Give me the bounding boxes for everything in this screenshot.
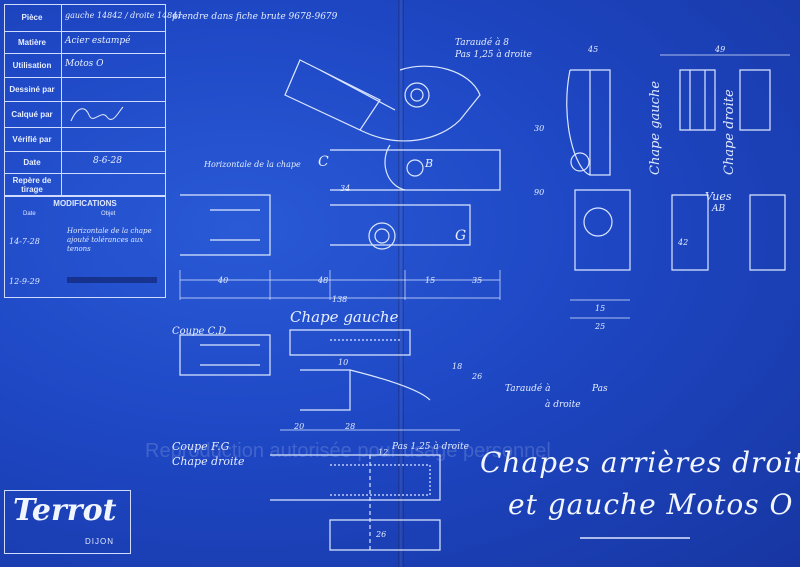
dim-35: 35 [472, 276, 483, 285]
value-matiere: Acier estampé [65, 36, 131, 46]
dim-26a: 26 [472, 372, 483, 381]
mod-object-1: Horizontale de la chape ajouté tolérance… [67, 227, 152, 253]
logo-city: DIJON [85, 537, 114, 546]
label-taraude-top: Taraudé à 8 [455, 38, 510, 48]
label-repere: Repère de tirage [12, 176, 52, 194]
dim-28: 28 [345, 422, 356, 431]
dim-18: 18 [452, 362, 463, 371]
row-matiere: Matière Acier estampé [5, 31, 165, 54]
top-note: prendre dans fiche brute 9678-9679 [172, 12, 338, 22]
label-piece: Pièce [21, 13, 43, 22]
mods-object-header: Objet [101, 211, 116, 217]
mod-date-2: 12-9-29 [9, 277, 40, 286]
label-coupe-cd: Coupe C.D [172, 326, 227, 337]
dim-15b: 15 [595, 304, 606, 313]
label-chape-gauche-plan: Chape gauche [290, 308, 399, 326]
label-a-droite: à droite [545, 400, 581, 410]
terrot-logo: Terrot DIJON [4, 490, 131, 554]
label-matiere: Matière [17, 38, 46, 47]
dim-20: 20 [294, 422, 305, 431]
title-block: Pièce gauche 14842 / droite 14841 Matièr… [4, 4, 182, 196]
dim-90: 90 [534, 188, 545, 197]
label-taraude-mid: Taraudé à [505, 384, 551, 394]
watermark: Reproduction autorisée pour usage person… [145, 440, 551, 462]
label-vues: Vues [705, 190, 732, 203]
dim-138: 138 [332, 295, 348, 304]
label-pas-top: Pas 1,25 à droite [455, 50, 532, 60]
label-utilisation: Utilisation [12, 61, 52, 70]
label-letter-c: C [318, 154, 329, 170]
modifications-title: MODIFICATIONS [53, 199, 117, 208]
label-dessine: Dessiné par [9, 85, 55, 94]
dim-45: 45 [588, 45, 599, 54]
signature [70, 106, 124, 122]
value-date: 8-6-28 [93, 156, 122, 166]
value-piece: gauche 14842 / droite 14841 [65, 11, 183, 20]
value-utilisation: Motos O [65, 59, 104, 69]
label-coupe-fg: Coupe F.G [172, 440, 230, 453]
label-chape-droite: Chape droite [172, 455, 245, 468]
dim-10: 10 [338, 358, 349, 367]
label-calque: Calqué par [11, 110, 53, 119]
dim-40: 40 [218, 276, 229, 285]
label-chape-droite-side: Chape droite [722, 89, 737, 175]
label-letter-b: B [425, 157, 434, 170]
paper-fold [398, 0, 404, 567]
label-chape-gauche-side: Chape gauche [648, 80, 663, 175]
dim-26b: 26 [376, 530, 387, 539]
row-date: Date 8-6-28 [5, 151, 165, 174]
label-pas-bottom: Pas 1,25 à droite [392, 442, 469, 452]
row-repere: Repère de tirage [5, 173, 165, 195]
dim-34: 34 [340, 184, 351, 193]
dim-49: 49 [715, 45, 726, 54]
row-verifie: Vérifié par [5, 127, 165, 152]
label-vues-sub: AB [712, 204, 726, 214]
label-date: Date [23, 158, 41, 167]
dim-15: 15 [425, 276, 436, 285]
row-piece: Pièce gauche 14842 / droite 14841 [5, 5, 182, 32]
row-calque: Calqué par [5, 101, 165, 128]
logo-name: Terrot [13, 493, 117, 528]
dim-42: 42 [678, 238, 689, 247]
title-block-divider [61, 5, 62, 195]
row-dessine: Dessiné par [5, 77, 165, 102]
label-pas-mid: Pas [592, 384, 608, 394]
main-title-line2: et gauche Motos O [508, 488, 794, 521]
label-verifie: Vérifié par [12, 135, 52, 144]
dim-30: 30 [534, 124, 545, 133]
label-letter-g: G [455, 228, 467, 244]
modifications-block: MODIFICATIONS Date Objet 14-7-28 Horizon… [4, 196, 166, 298]
mod-date-1: 14-7-28 [9, 237, 40, 246]
row-utilisation: Utilisation Motos O [5, 53, 165, 78]
dim-12: 12 [378, 448, 389, 457]
label-horizontale: Horizontale de la chape [204, 160, 301, 169]
dim-25: 25 [595, 322, 606, 331]
mods-date-header: Date [23, 211, 36, 217]
dim-48: 48 [318, 276, 329, 285]
redacted-entry [67, 277, 157, 283]
main-title-line1: Chapes arrières droite [480, 446, 800, 479]
